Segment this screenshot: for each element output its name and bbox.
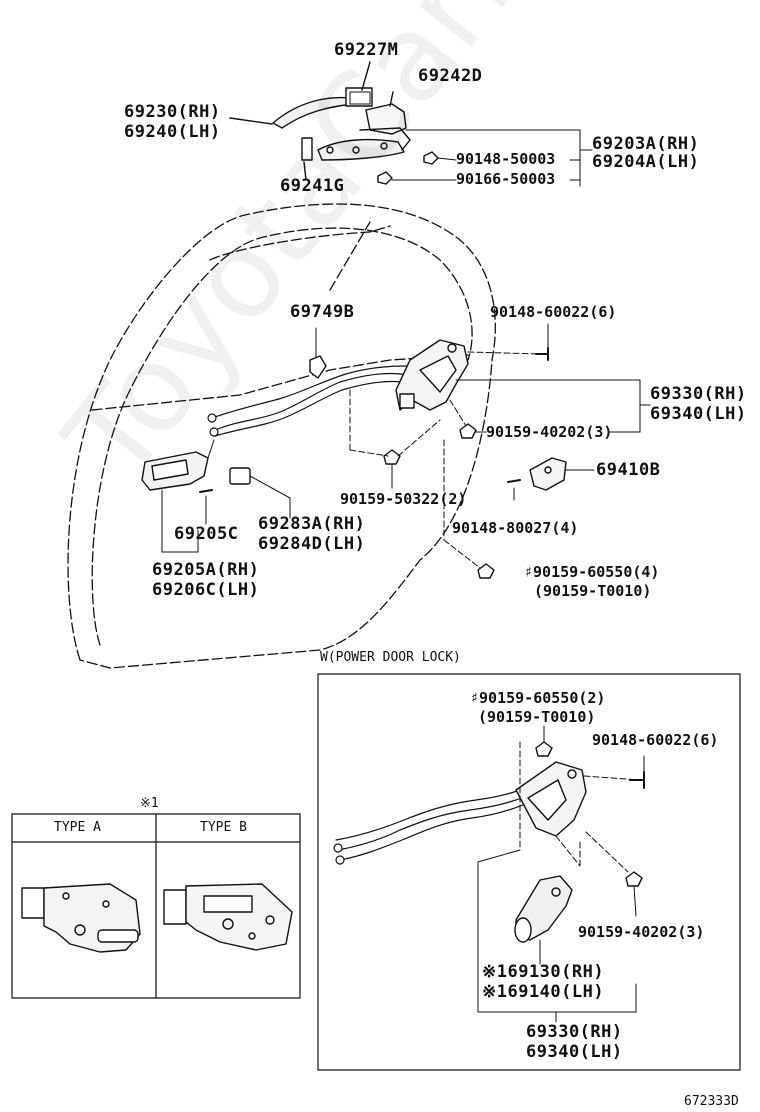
label-90159-60550-lower: ♯90159-60550(2): [470, 689, 606, 707]
power-bolt-90159-60550-icon: [535, 725, 553, 757]
label-90159-60550-upper: ♯90159-60550(4): [524, 563, 660, 581]
clip-69749B-icon: [309, 327, 327, 379]
label-90159-50322: 90159-50322(2): [340, 490, 467, 508]
power-door-lock-title: W(POWER DOOR LOCK): [320, 650, 461, 665]
label-90148-50003: 90148-50003: [456, 150, 556, 168]
label-69240-lh: 69240(LH): [124, 122, 221, 142]
power-lock-assembly: [515, 741, 641, 873]
type-comparison-box: [11, 813, 301, 999]
screw-90148-60022-icon: [535, 323, 549, 361]
label-69340-lh-upper: 69340(LH): [650, 404, 747, 424]
label-90159-40202-lower: 90159-40202(3): [578, 923, 705, 941]
label-69749B: 69749B: [290, 302, 355, 322]
power-lock-rods: [333, 779, 545, 865]
door-lock-assembly: [395, 339, 541, 411]
leader-bracket-69330-upper: [455, 379, 651, 433]
label-90159-40202-upper: 90159-40202(3): [486, 423, 613, 441]
inside-handle-assembly: [141, 439, 215, 553]
leader-bracket-69203A: [405, 129, 593, 187]
screw-69205C-icon: [199, 489, 213, 525]
label-69205C: 69205C: [174, 524, 239, 544]
label-90148-60022-upper: 90148-60022(6): [490, 303, 617, 321]
label-69340-lh-lower: 69340(LH): [526, 1042, 623, 1062]
outside-handle-assembly: [229, 61, 411, 181]
bolt-90159-60550-icon: [443, 439, 495, 579]
bolt-90159-40202-icon: [449, 399, 487, 439]
label-69283A-rh: 69283A(RH): [258, 514, 366, 534]
label-90159-T0010-upper: (90159-T0010): [534, 582, 652, 600]
label-69241G: 69241G: [280, 176, 345, 196]
label-69330-rh-upper: 69330(RH): [650, 384, 747, 404]
label-69230-rh: 69230(RH): [124, 102, 221, 122]
label-69140-lh: ※169140(LH): [482, 982, 605, 1002]
label-69204A-lh: 69204A(LH): [592, 152, 700, 172]
label-90148-60022-lower: 90148-60022(6): [592, 731, 719, 749]
label-69284D-lh: 69284D(LH): [258, 534, 366, 554]
bolt-90148-50003-icon: [423, 151, 457, 165]
label-69242D: 69242D: [418, 66, 483, 86]
label-90148-80027: 90148-80027(4): [452, 519, 579, 537]
label-69130-rh: ※169130(RH): [482, 962, 605, 982]
label-69330-rh-lower: 69330(RH): [526, 1022, 623, 1042]
type-a-header: TYPE A: [54, 820, 101, 835]
label-69410B: 69410B: [596, 460, 661, 480]
power-screw-90148-60022-icon: [629, 755, 645, 789]
label-69206C-lh: 69206C(LH): [152, 580, 260, 600]
power-bolt-90159-40202-icon: [625, 871, 643, 917]
type-note-mark: ※1: [140, 796, 159, 811]
type-a-actuator-icon: [21, 883, 141, 953]
power-door-lock-box: [317, 673, 741, 1071]
striker-69410B-icon: [507, 457, 595, 501]
type-b-header: TYPE B: [200, 820, 247, 835]
diagram-id: 672333D: [684, 1094, 739, 1109]
door-outline: [67, 203, 496, 669]
bolt-90166-50003-icon: [377, 171, 457, 185]
bezel-69283A-icon: [229, 467, 291, 519]
actuator-69130-icon: [477, 849, 637, 1023]
label-69203A-rh: 69203A(RH): [592, 134, 700, 154]
label-90159-T0010-lower: (90159-T0010): [478, 708, 596, 726]
bolt-90159-50322-icon: [349, 389, 441, 489]
label-69227M: 69227M: [334, 40, 399, 60]
type-b-actuator-icon: [163, 883, 293, 951]
label-90166-50003: 90166-50003: [456, 170, 556, 188]
label-69205A-rh: 69205A(RH): [152, 560, 260, 580]
